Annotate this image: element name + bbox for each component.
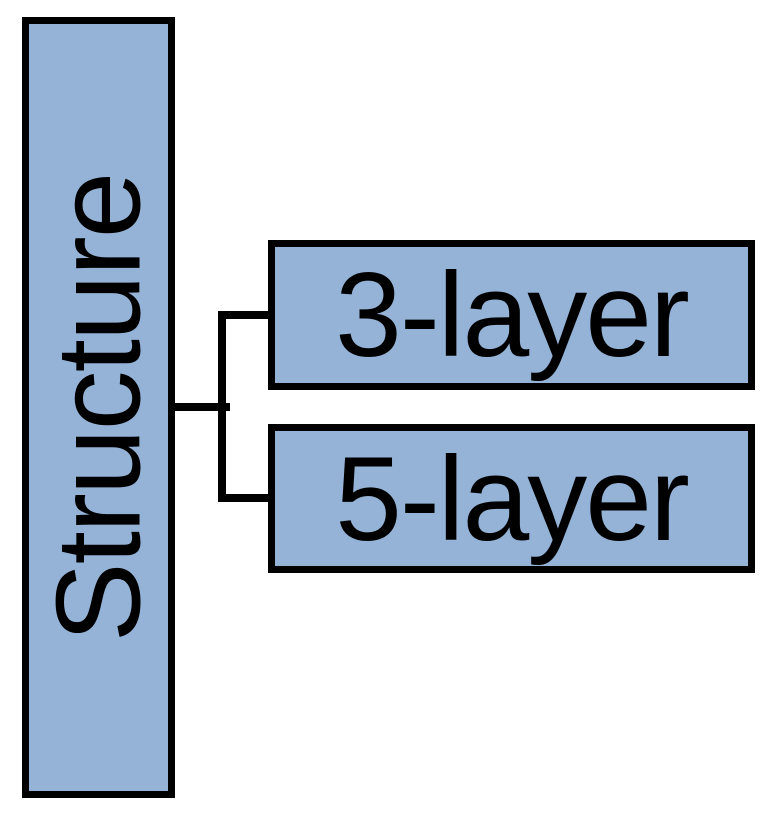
node-3-layer: 3-layer: [268, 240, 755, 390]
structure-node-label: Structure: [31, 173, 166, 642]
connector-branch-5-layer: [218, 494, 268, 502]
node-5-layer: 5-layer: [268, 424, 755, 573]
connector-branch-3-layer: [218, 311, 268, 319]
structure-node: Structure: [22, 17, 175, 798]
connector-stub: [174, 403, 230, 411]
node-5-layer-label: 5-layer: [335, 431, 690, 566]
node-3-layer-label: 3-layer: [335, 248, 690, 382]
connector-vertical-rail: [218, 311, 226, 502]
